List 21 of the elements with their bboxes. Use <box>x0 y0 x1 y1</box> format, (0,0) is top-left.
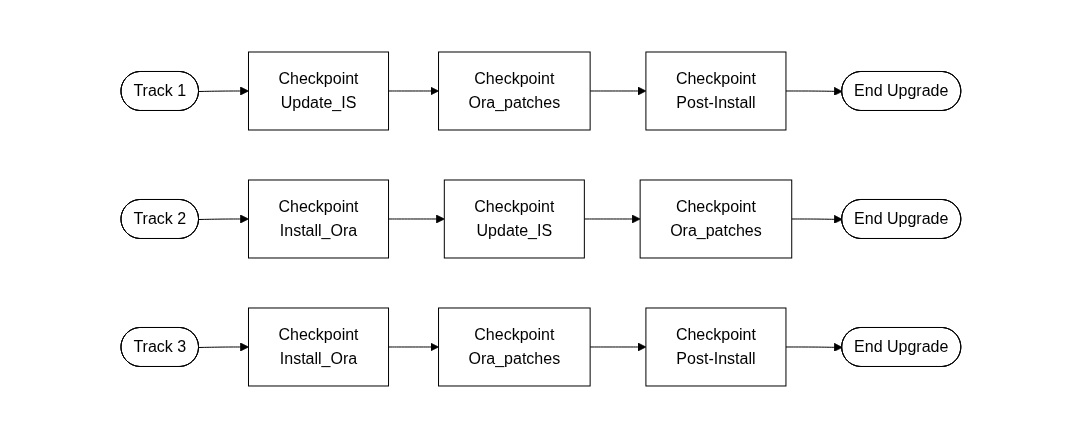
node-box: Checkpoint Update_IS <box>443 179 585 259</box>
arrow <box>790 214 843 224</box>
node-box: Checkpoint Update_IS <box>247 51 389 131</box>
arrow <box>387 214 445 224</box>
node-box: Checkpoint Ora_patches <box>437 51 591 131</box>
arrow <box>198 342 249 352</box>
arrow <box>387 86 439 96</box>
arrow <box>387 342 439 352</box>
node-box: Checkpoint Ora_patches <box>639 179 792 259</box>
node-box: Checkpoint Install_Ora <box>247 179 389 259</box>
node-box: Checkpoint Post-Install <box>645 51 787 131</box>
node-box: Checkpoint Install_Ora <box>247 307 389 387</box>
node-box: Checkpoint Ora_patches <box>437 307 591 387</box>
arrow <box>785 342 843 352</box>
arrow <box>583 214 641 224</box>
arrow <box>198 86 249 96</box>
arrow <box>785 86 843 96</box>
arrow <box>198 214 249 224</box>
arrow <box>589 342 646 352</box>
arrow <box>589 86 646 96</box>
node-box: Checkpoint Post-Install <box>645 307 787 387</box>
